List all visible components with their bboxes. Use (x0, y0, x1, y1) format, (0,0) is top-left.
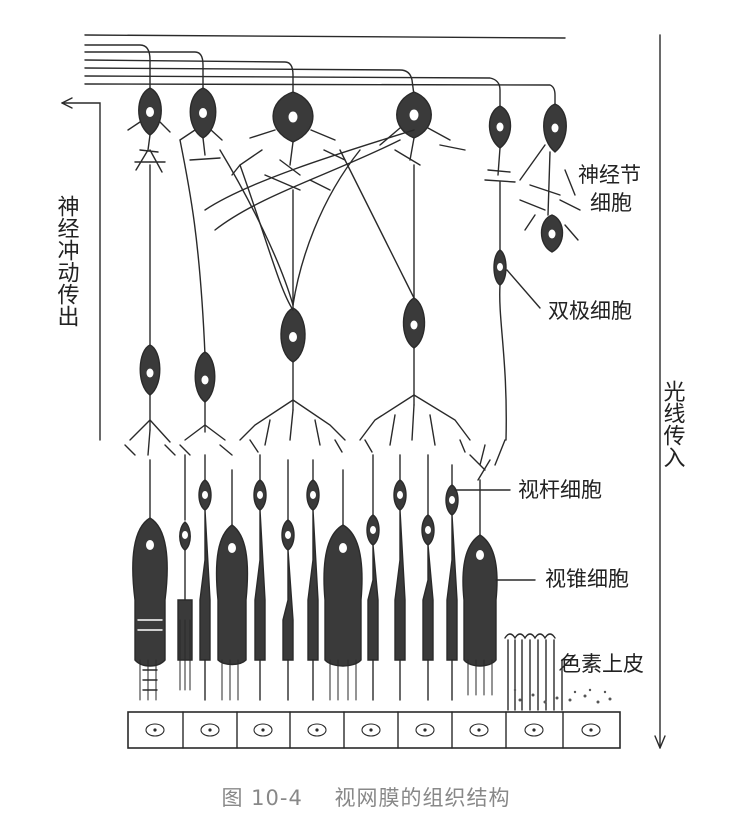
ganglion-label-line2: 细胞 (590, 191, 632, 215)
impulse-out-arrow (61, 97, 101, 441)
bipolar-label: 双极细胞 (548, 299, 632, 323)
figure-caption: 图 10-4 视网膜的组织结构 (0, 782, 732, 812)
pigment-epithelium-row (127, 711, 621, 749)
ganglion-cells (127, 87, 581, 253)
optic-nerve-fibers (84, 34, 566, 109)
pigment-label: 色素上皮 (560, 652, 644, 676)
light-in-arrow (654, 34, 666, 749)
rod-label: 视杆细胞 (518, 478, 602, 502)
retina-diagram: 神经冲动传出 光线传入 神经节 细胞 双极细胞 视杆细胞 视锥细胞 色素上皮 (54, 34, 686, 749)
cone-label: 视锥细胞 (545, 567, 629, 591)
photoreceptors (132, 454, 498, 701)
vertical-label-impulse: 神经冲动传出 (54, 195, 80, 327)
pigment-epithelium-processes (504, 633, 612, 711)
leader-lines (454, 269, 576, 671)
svg-text:光线传入: 光线传入 (660, 380, 686, 468)
figure-number: 图 10-4 (221, 786, 303, 810)
bipolar-cells (139, 129, 507, 441)
figure-title: 视网膜的组织结构 (334, 786, 511, 810)
outer-plexiform-branches (124, 394, 506, 481)
vertical-label-light: 光线传入 (660, 380, 686, 468)
svg-text:神经冲动传出: 神经冲动传出 (54, 195, 80, 327)
ganglion-label-line1: 神经节 (578, 163, 641, 187)
